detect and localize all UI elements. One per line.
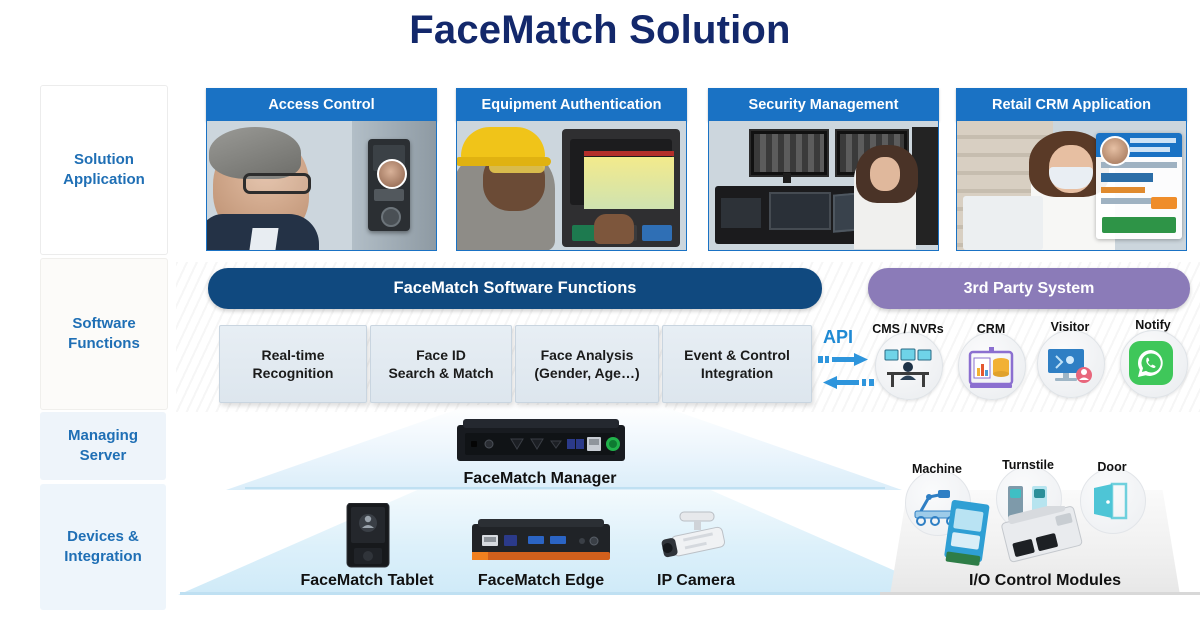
page-title: FaceMatch Solution [409,8,791,52]
device-label-facematch-edge: FaceMatch Edge [477,572,605,589]
function-box-face-id-search-match[interactable]: Face ID Search & Match [370,325,512,403]
function-line-2: (Gender, Age…) [534,365,640,381]
application-card-title: Security Management [708,88,939,121]
layer-line-1: Solution [73,150,134,168]
io-module-white-image [1001,506,1083,563]
managing-server-label: FaceMatch Manager [463,470,617,487]
function-line-1: Face ID [416,346,466,363]
layer-label-devices-integration: Devices & Integration [40,484,166,610]
api-label: API [823,327,854,347]
application-photo-retail-crm [956,121,1187,251]
ip-camera-image [661,511,726,558]
function-line-2: Recognition [252,365,334,381]
robot-arm-conveyor-icon [914,490,960,526]
application-card-title: Equipment Authentication [456,88,687,121]
software-functions-banner: FaceMatch Software Functions [208,268,822,309]
function-line-1: Face Analysis [540,346,634,363]
application-photo-security-management [708,121,939,251]
application-card-equipment-authentication[interactable]: Equipment Authentication [456,88,687,251]
function-box-face-analysis[interactable]: Face Analysis (Gender, Age…) [515,325,659,403]
layer-label-solution-application: Solution Application [40,85,168,255]
third-party-label-visitor: Visitor [1050,320,1090,334]
layer-line-1: Managing [68,426,138,444]
funnel-upper-baseline [245,487,885,489]
function-line-2: Search & Match [388,365,494,381]
facematch-manager-image [457,419,625,461]
application-photo-equipment-authentication [456,121,687,251]
application-card-title: Access Control [206,88,437,121]
device-label-ip-camera: IP Camera [657,572,735,589]
crm-dashboard-icon [968,347,1014,388]
crm-overlay-panel [1096,133,1182,239]
api-arrows [818,353,874,389]
whatsapp-icon [1129,341,1173,385]
layer-line-1: Software [72,314,136,332]
third-party-system-banner: 3rd Party System [868,268,1190,309]
io-control-modules-label: I/O Control Modules [969,572,1121,589]
funnel-lower-baseline [180,592,950,595]
application-card-retail-crm[interactable]: Retail CRM Application [956,88,1187,251]
device-label-facematch-tablet: FaceMatch Tablet [300,572,434,589]
io-target-label-door: Door [1097,460,1127,474]
layer-line-1: Devices & [67,527,139,545]
facematch-edge-image [472,519,610,560]
control-room-icon [884,348,932,387]
application-card-access-control[interactable]: Access Control [206,88,437,251]
third-party-circle-crm[interactable] [958,332,1026,400]
io-target-label-machine: Machine [911,462,962,476]
layer-line-2: Integration [64,548,142,565]
third-party-label-cms-nvrs: CMS / NVRs [872,322,944,336]
third-party-label-notify: Notify [1135,318,1171,332]
layer-label-software-functions: Software Functions [40,258,168,410]
open-door-icon [1094,482,1128,520]
function-line-2: Integration [700,365,774,381]
function-line-1: Real-time [261,346,325,363]
facematch-tablet-image [346,503,390,568]
io-module-blue-image [944,500,990,566]
function-line-1: Event & Control [684,346,790,363]
application-card-security-management[interactable]: Security Management [708,88,939,251]
funnel-io-baseline [880,592,1200,595]
io-target-label-turnstile: Turnstile [1002,458,1054,472]
application-photo-access-control [206,121,437,251]
third-party-label-crm: CRM [976,322,1006,336]
visitor-screen-icon [1048,349,1092,383]
layer-label-managing-server: Managing Server [40,412,166,480]
layer-line-2: Application [63,171,145,188]
layer-line-2: Functions [68,335,140,352]
layer-line-2: Server [79,447,127,464]
application-card-title: Retail CRM Application [956,88,1187,121]
